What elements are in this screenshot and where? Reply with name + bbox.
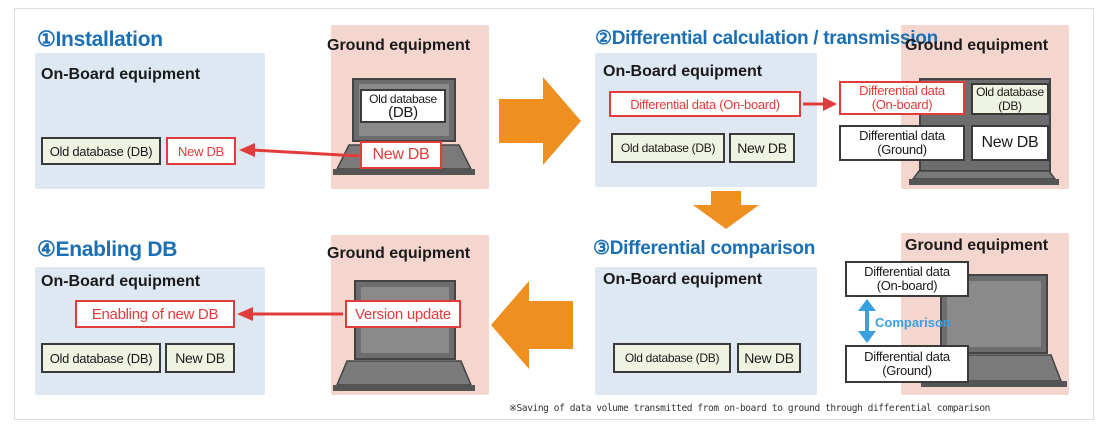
installation-laptop-old-db-line2: (DB): [388, 104, 418, 121]
comparison-diff-ground: Differential data (Ground): [845, 345, 969, 383]
differential-ground-new-db: New DB: [971, 125, 1049, 161]
enabling-old-db: Old database (DB): [41, 343, 161, 373]
comparison-ground-heading: Ground equipment: [905, 237, 1049, 254]
differential-onboard-heading: On-Board equipment: [603, 63, 763, 80]
differential-new-db: New DB: [729, 133, 795, 163]
comparison-diff-onboard-line1: Differential data: [864, 264, 950, 279]
differential-ground-diff-onboard: Differential data (On-board): [839, 81, 965, 115]
comparison-old-db: Old database (DB): [613, 343, 731, 373]
differential-title: ②Differential calculation / transmission: [595, 28, 938, 49]
installation-ground-heading: Ground equipment: [327, 37, 471, 54]
flow-arrows: [237, 77, 876, 369]
flow-arrow-down: [693, 191, 759, 229]
comparison-title: ③Differential comparison: [593, 238, 816, 259]
enabling-new-db: New DB: [165, 343, 235, 373]
differential-ground-diff-ground-line2: (Ground): [877, 142, 927, 157]
differential-ground-diff-ground: Differential data (Ground): [839, 125, 965, 161]
comparison-new-db: New DB: [737, 343, 801, 373]
differential-onboard-diff: Differential data (On-board): [609, 91, 801, 117]
diagram-frame: ①Installation On-Board equipment Ground …: [14, 8, 1094, 420]
installation-onboard-panel: [35, 53, 265, 189]
comparison-diff-ground-line2: (Ground): [882, 363, 932, 378]
enabling-ground-heading: Ground equipment: [327, 245, 471, 262]
flow-arrow-right: [499, 77, 581, 165]
differential-ground-diff-onboard-line1: Differential data: [859, 83, 945, 98]
enabling-new-db-label: Enabling of new DB: [75, 300, 235, 328]
flow-arrow-left: [491, 281, 573, 369]
differential-ground-heading: Ground equipment: [905, 37, 1049, 54]
differential-ground-old-db: Old database (DB): [971, 83, 1049, 115]
comparison-diff-onboard-line2: (On-board): [876, 278, 938, 293]
enabling-onboard-panel: [35, 267, 265, 395]
installation-title: ①Installation: [37, 28, 163, 51]
enabling-title: ④Enabling DB: [37, 238, 178, 261]
differential-ground-diff-onboard-line2: (On-board): [871, 97, 933, 112]
installation-old-db: Old database (DB): [41, 137, 161, 165]
comparison-diff-ground-line1: Differential data: [864, 349, 950, 364]
differential-ground-diff-ground-line1: Differential data: [859, 128, 945, 143]
comparison-label: Comparison: [875, 315, 951, 330]
differential-onboard-panel: [595, 53, 817, 187]
installation-laptop-old-db: Old database (DB): [360, 89, 446, 123]
differential-ground-old-db-line1: Old database: [976, 85, 1044, 99]
installation-new-db: New DB: [166, 137, 236, 165]
enabling-onboard-heading: On-Board equipment: [41, 273, 201, 290]
differential-ground-old-db-line2: (DB): [998, 99, 1022, 113]
enabling-version-update: Version update: [345, 300, 461, 328]
differential-old-db: Old database (DB): [611, 133, 725, 163]
comparison-diff-onboard: Differential data (On-board): [845, 261, 969, 297]
installation-laptop-new-db: New DB: [360, 141, 442, 169]
comparison-onboard-panel: [595, 267, 817, 395]
installation-laptop-old-db-line1: Old database: [369, 92, 437, 106]
footnote: ※Saving of data volume transmitted from …: [509, 403, 990, 414]
installation-onboard-heading: On-Board equipment: [41, 66, 201, 83]
comparison-onboard-heading: On-Board equipment: [603, 271, 763, 288]
